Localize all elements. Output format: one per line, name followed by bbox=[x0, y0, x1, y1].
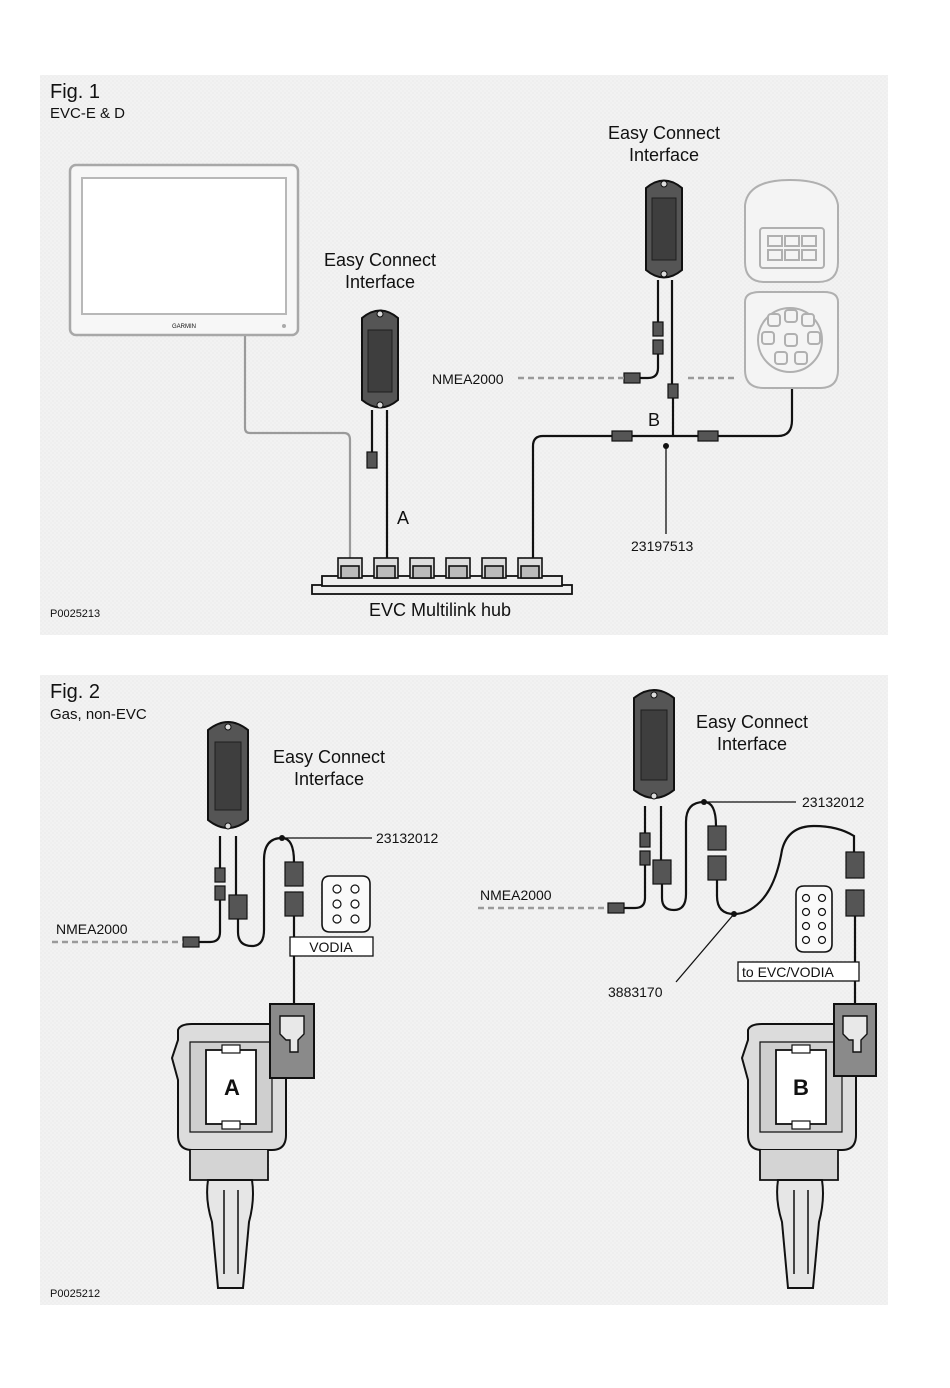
fig2-code: P0025212 bbox=[50, 1288, 100, 1300]
fig2-right-adapter-number: 3883170 bbox=[608, 984, 663, 1000]
fig2-right-connector-5 bbox=[708, 856, 726, 880]
fig1-nmea-label: NMEA2000 bbox=[432, 371, 504, 387]
fig2-left-part-number: 23132012 bbox=[376, 830, 439, 846]
fig1-interface-top-label-line1: Easy Connect bbox=[608, 123, 720, 143]
fig2-left-vodia-label: VODIA bbox=[309, 939, 353, 955]
fig2-left-connector-5 bbox=[285, 892, 303, 916]
fig2-left-nmea-connector bbox=[183, 937, 199, 947]
fig2-right-nmea-label: NMEA2000 bbox=[480, 887, 552, 903]
fig1-t-connector bbox=[668, 384, 678, 398]
display-unit: GARMIN bbox=[70, 165, 298, 335]
fig2-right-connector-4 bbox=[708, 826, 726, 850]
fig2-left-interface-label-line1: Easy Connect bbox=[273, 747, 385, 767]
fig2-right-nmea-connector bbox=[608, 903, 624, 913]
fig2-right-interface bbox=[634, 690, 674, 799]
fig1-title: Fig. 1 bbox=[50, 81, 100, 103]
fig2-left-nmea-label: NMEA2000 bbox=[56, 921, 128, 937]
fig2-left-connector-2 bbox=[215, 886, 225, 900]
fig2-right-part-number: 23132012 bbox=[802, 794, 865, 810]
hub-label: EVC Multilink hub bbox=[369, 600, 511, 620]
fig2-right-engine-letter: B bbox=[793, 1075, 809, 1100]
fig1-interface-top-label-line2: Interface bbox=[629, 145, 699, 165]
fig1-point-a: A bbox=[397, 508, 409, 528]
fig2-left-vodia-plug bbox=[322, 876, 370, 932]
fig1-backbone-connector-left bbox=[612, 431, 632, 441]
fig2-right-connector-6 bbox=[846, 852, 864, 878]
fig2-left-connector-3 bbox=[229, 895, 247, 919]
fig2-subtitle: Gas, non-EVC bbox=[50, 706, 147, 723]
fig1-point-b: B bbox=[648, 410, 660, 430]
fig2-right-evc-label: to EVC/VODIA bbox=[742, 964, 834, 980]
fig1-part-number: 23197513 bbox=[631, 538, 694, 554]
fig1-code: P0025213 bbox=[50, 608, 100, 620]
fig2-left-interface-label-line2: Interface bbox=[294, 769, 364, 789]
fig1-top-connector-1 bbox=[653, 322, 663, 336]
fig2-right-connector-7 bbox=[846, 890, 864, 916]
fig1-interface-left-label-line2: Interface bbox=[345, 272, 415, 292]
fig2-right-connector-1 bbox=[640, 833, 650, 847]
fig2-left-interface bbox=[208, 722, 248, 829]
fig1-top-connector-2 bbox=[653, 340, 663, 354]
fig2-right-interface-label-line2: Interface bbox=[717, 734, 787, 754]
fig2-panel bbox=[40, 675, 888, 1305]
fig2-right-connector-3 bbox=[653, 860, 671, 884]
display-brand: GARMIN bbox=[172, 324, 196, 330]
fig1-nmea-connector bbox=[624, 373, 640, 383]
fig2-title: Fig. 2 bbox=[50, 681, 100, 703]
fig1-interface-top bbox=[646, 181, 682, 278]
fig1-subtitle: EVC-E & D bbox=[50, 105, 125, 122]
fig2-right-interface-label-line1: Easy Connect bbox=[696, 712, 808, 732]
fig1-interface-left bbox=[362, 311, 398, 409]
fig1-backbone-connector-right bbox=[698, 431, 718, 441]
fig1-interface-left-label-line1: Easy Connect bbox=[324, 250, 436, 270]
fig1-left-stub-connector bbox=[367, 452, 377, 468]
fig2-left-connector-1 bbox=[215, 868, 225, 882]
fig2-right-connector-2 bbox=[640, 851, 650, 865]
fig2-left-connector-4 bbox=[285, 862, 303, 886]
fig2-right-evc-plug bbox=[796, 886, 832, 952]
fig2-left-engine-letter: A bbox=[224, 1075, 240, 1100]
